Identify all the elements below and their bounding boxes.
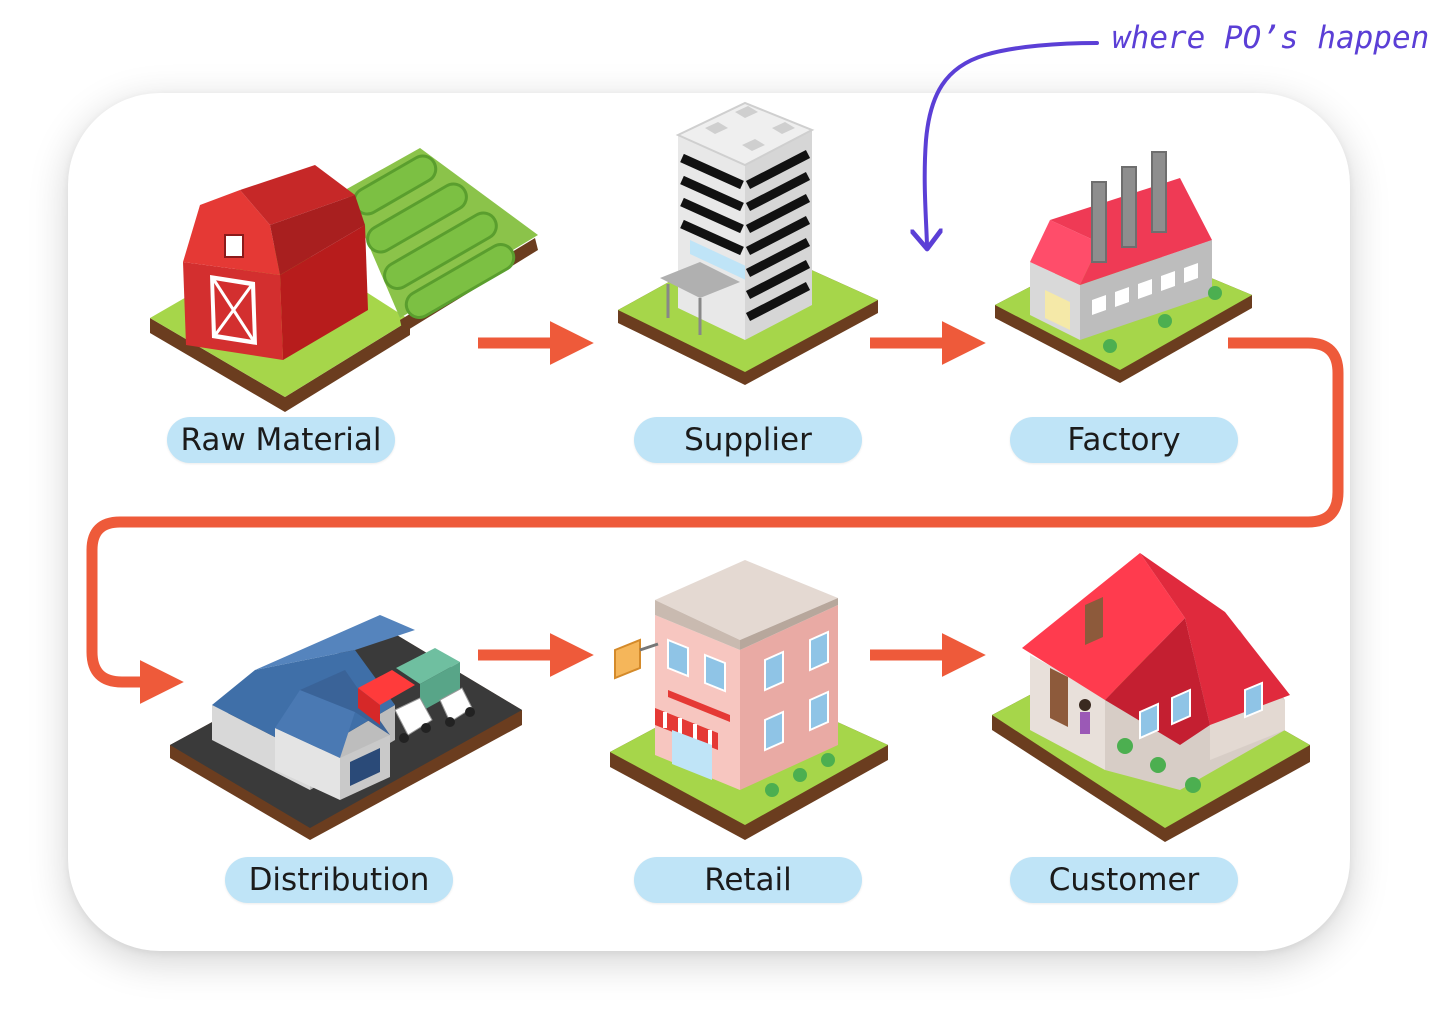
flow-arrows — [86, 321, 1344, 704]
stage-label-factory: Factory — [1010, 417, 1238, 463]
arrow-factory-to-distribution — [86, 337, 1344, 704]
shop-building-icon — [610, 560, 888, 840]
barn-with-crop-field-icon — [150, 148, 538, 412]
po-annotation-text: where PO’s happen — [1112, 20, 1430, 56]
factory-with-chimneys-icon — [995, 151, 1252, 383]
stage-label-retail: Retail — [634, 857, 862, 903]
house-icon — [992, 553, 1310, 842]
stage-label-distribution: Distribution — [225, 857, 453, 903]
stage-label-customer: Customer — [1010, 857, 1238, 903]
stage-label-raw-material: Raw Material — [167, 417, 395, 463]
stage-label-supplier: Supplier — [634, 417, 862, 463]
office-tower-icon — [618, 101, 878, 385]
annotation-arrow — [925, 41, 1099, 245]
warehouse-with-trucks-icon — [170, 615, 522, 840]
